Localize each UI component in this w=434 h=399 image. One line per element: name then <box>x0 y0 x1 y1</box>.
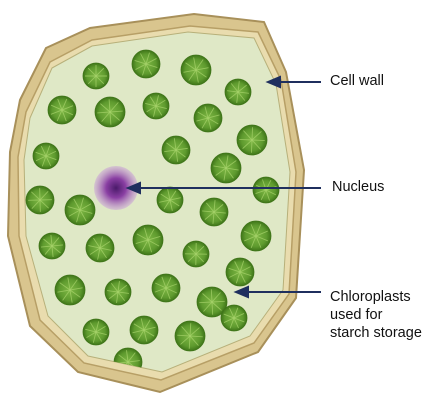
chloroplast <box>183 241 209 267</box>
cell-wall-label: Cell wall <box>330 72 384 90</box>
chloroplast <box>26 186 54 214</box>
chloroplasts-label-line-2: used for <box>330 306 422 324</box>
chloroplasts-label-line-1: Chloroplasts <box>330 288 422 306</box>
nucleus-label: Nucleus <box>332 178 384 196</box>
chloroplast <box>143 93 169 119</box>
chloroplasts-label: Chloroplasts used for starch storage <box>330 288 422 342</box>
chloroplast <box>194 104 222 132</box>
chloroplasts-label-line-3: starch storage <box>330 324 422 342</box>
chloroplast <box>226 258 254 286</box>
chloroplast <box>83 319 109 345</box>
chloroplast <box>241 221 271 251</box>
chloroplast <box>211 153 241 183</box>
chloroplast <box>83 63 109 89</box>
chloroplast <box>237 125 267 155</box>
chloroplast <box>175 321 205 351</box>
chloroplast <box>162 136 190 164</box>
chloroplast <box>48 96 76 124</box>
chloroplast <box>33 143 59 169</box>
chloroplast <box>200 198 228 226</box>
chloroplast <box>133 225 163 255</box>
chloroplast <box>105 279 131 305</box>
chloroplast <box>225 79 251 105</box>
arrow-cell-wall <box>268 77 321 87</box>
chloroplast <box>39 233 65 259</box>
chloroplast <box>86 234 114 262</box>
chloroplast <box>132 50 160 78</box>
chloroplast <box>152 274 180 302</box>
chloroplast <box>130 316 158 344</box>
chloroplast <box>181 55 211 85</box>
chloroplast <box>157 187 183 213</box>
chloroplast <box>65 195 95 225</box>
chloroplast <box>253 177 279 203</box>
chloroplast <box>221 305 247 331</box>
chloroplast <box>95 97 125 127</box>
chloroplast <box>55 275 85 305</box>
